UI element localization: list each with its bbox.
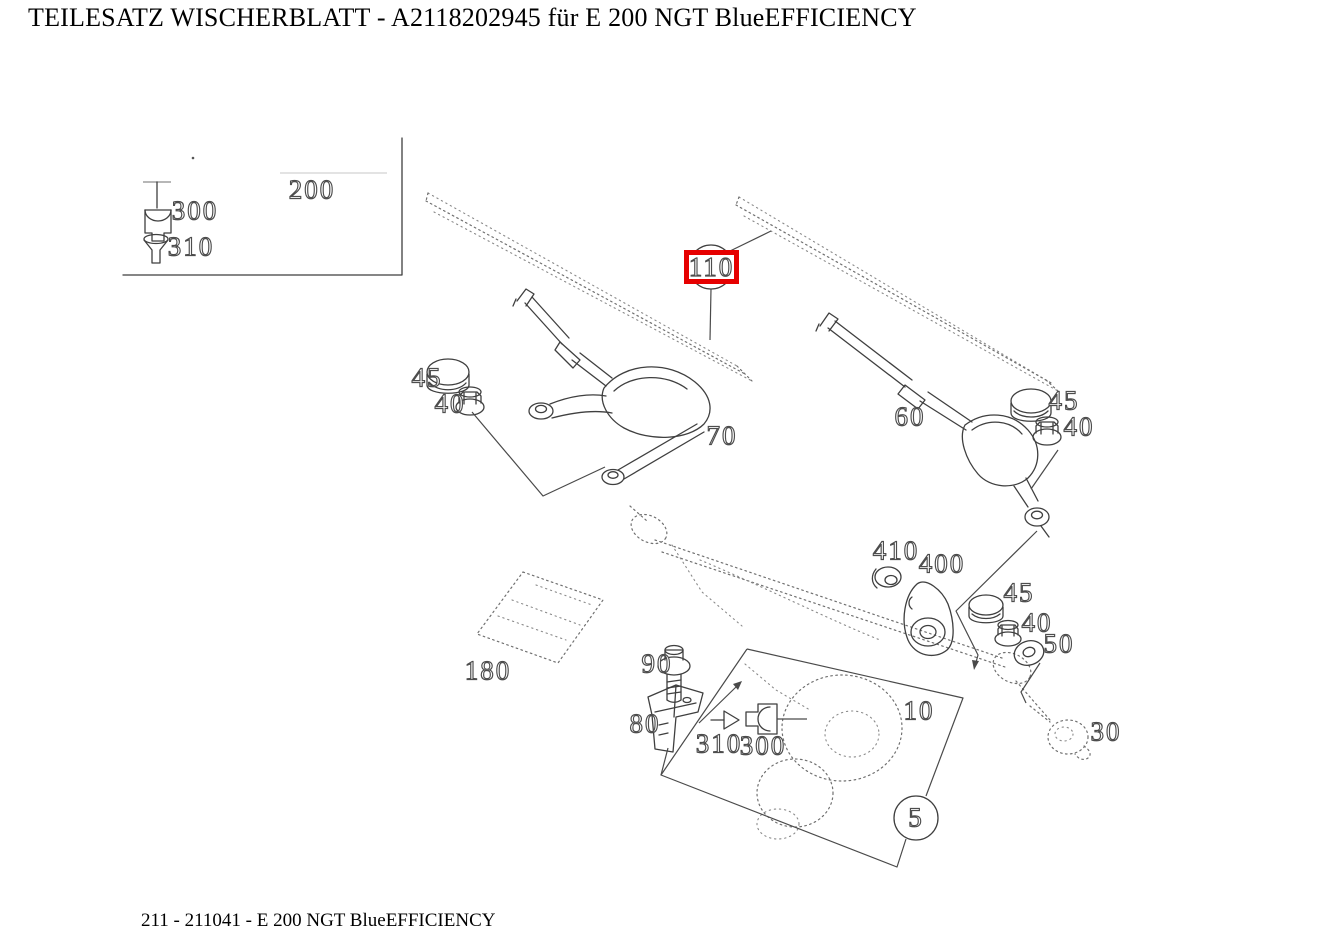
grommet-410-drawing	[871, 566, 902, 589]
highlight-box-110[interactable]: 110	[684, 250, 739, 284]
page-footer: 211 - 211041 - E 200 NGT BlueEFFICIENCY	[141, 910, 496, 931]
callout-300-diagram[interactable]: 300	[739, 730, 787, 761]
page-title: TEILESATZ WISCHERBLATT - A2118202945 für…	[28, 3, 917, 32]
callout-300-legend[interactable]: 300	[171, 195, 219, 226]
callout-310-legend[interactable]: 310	[167, 231, 215, 262]
callout-70[interactable]: 70	[706, 420, 738, 451]
cap-45-right-drawing	[1010, 388, 1052, 422]
callout-400[interactable]: 400	[918, 548, 966, 579]
callout-5[interactable]: 5	[908, 802, 924, 833]
legend-plug-310-icon	[143, 233, 169, 264]
callout-310-diagram[interactable]: 310	[695, 728, 743, 759]
nut-40-left-drawing	[455, 386, 485, 416]
callout-45-right[interactable]: 45	[1048, 385, 1080, 416]
cap-30-drawing	[1047, 719, 1091, 760]
callout-200[interactable]: 200	[288, 174, 336, 205]
callout-180[interactable]: 180	[464, 655, 512, 686]
wiper-arm-left-drawing	[512, 288, 711, 486]
wiper-blade-right-drawing	[735, 196, 1059, 392]
control-module-drawing	[476, 571, 604, 664]
callout-40-mid[interactable]: 40	[1021, 607, 1053, 638]
legend-connector-300-icon	[143, 181, 172, 242]
callout-110-circle	[688, 230, 772, 341]
callout-10[interactable]: 10	[903, 695, 935, 726]
wiper-linkage-drawing	[629, 505, 1051, 721]
callout-30[interactable]: 30	[1090, 716, 1122, 747]
callout-90[interactable]: 90	[641, 648, 673, 679]
plug-310-glyph	[710, 710, 740, 730]
connector-300-glyph	[745, 703, 807, 735]
cap-45-mid-drawing	[968, 594, 1004, 624]
bolt-90-drawing	[657, 644, 691, 703]
washer-50-drawing	[1013, 640, 1045, 666]
callout-60[interactable]: 60	[894, 401, 926, 432]
callout-45-left[interactable]: 45	[411, 362, 443, 393]
bracket-80-drawing	[647, 684, 704, 753]
callout-40-left[interactable]: 40	[434, 388, 466, 419]
leader-lines	[471, 411, 1059, 868]
callout-45-mid[interactable]: 45	[1003, 577, 1035, 608]
callout-110[interactable]: 110	[688, 251, 735, 282]
callout-50[interactable]: 50	[1043, 628, 1075, 659]
nut-40-mid-drawing	[994, 619, 1022, 647]
legend-box	[122, 137, 403, 276]
wiper-blade-left-drawing	[425, 192, 753, 382]
callout-40-right[interactable]: 40	[1063, 411, 1095, 442]
bracket-400-drawing	[903, 581, 954, 657]
callout-410[interactable]: 410	[872, 535, 920, 566]
callout-80[interactable]: 80	[629, 708, 661, 739]
nut-40-right-drawing	[1032, 416, 1062, 446]
wiper-arm-right-drawing	[815, 312, 1050, 538]
cap-45-left-drawing	[426, 358, 470, 394]
